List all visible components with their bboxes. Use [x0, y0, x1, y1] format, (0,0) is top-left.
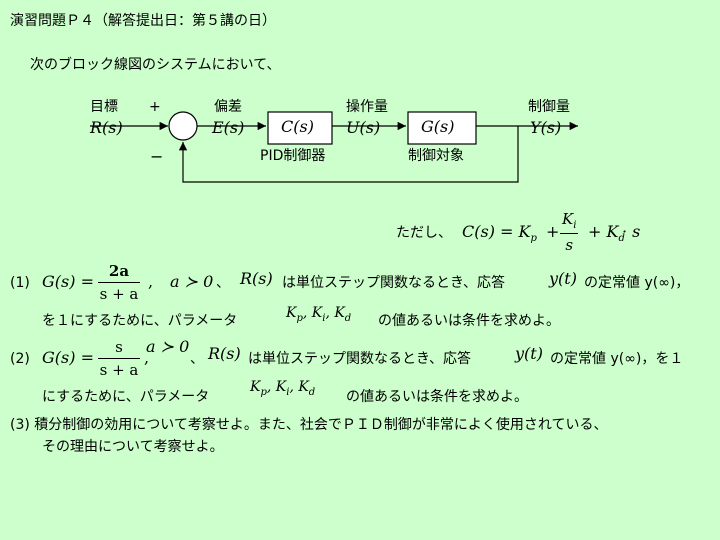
q2-sep: 、 [190, 351, 204, 367]
error-label: 偏差 [214, 99, 242, 115]
q1-condition: a ≻ 0 [170, 272, 214, 291]
error-symbol: E(s) [212, 118, 245, 137]
q2-params: Kp, Ki, Kd [250, 379, 316, 398]
controller-symbol: C(s) [281, 117, 314, 136]
summing-junction [168, 111, 198, 141]
q1-comma: , [148, 272, 154, 291]
q3-line1: (3) 積分制御の効用について考察せよ。また、社会でＰＩＤ制御が非常によく使用さ… [10, 417, 608, 433]
q2-line2-tail: の値あるいは条件を求めよ。 [346, 389, 528, 405]
minus-sign: − [150, 147, 164, 166]
q1-rs: R(s) [240, 269, 273, 288]
q1-fraction: 2a s + a [98, 262, 140, 303]
q2-tail-text: の定常値 y(∞)，を１ [550, 351, 684, 367]
q1-line2-tail: の値あるいは条件を求めよ。 [378, 313, 560, 329]
intro-text: 次のブロック線図のシステムにおいて、 [30, 57, 281, 73]
q3-line2: その理由について考察せよ。 [42, 439, 224, 455]
q1-yt: y(t) [549, 269, 577, 288]
q1-sep: 、 [216, 275, 230, 291]
q2-line2-text: にするために、パラメータ [42, 389, 210, 405]
q1-lhs: G(s) = [42, 272, 94, 291]
controller-label: PID制御器 [260, 148, 326, 164]
input-symbol: U(s) [346, 118, 381, 137]
plus-sign: + [149, 99, 161, 115]
target-symbol: R(s) [90, 118, 123, 137]
plant-symbol: G(s) [421, 117, 455, 136]
controller-block [267, 111, 333, 145]
q2-comma: , [144, 348, 150, 367]
q1-line2-text: を１にするために、パラメータ [42, 313, 238, 329]
definition-lhs: C(s) = Kp [462, 222, 537, 245]
feedback-path [178, 126, 519, 183]
page-header: 演習問題Ｐ４（解答提出日：第５講の日） [10, 13, 276, 29]
q2-rs: R(s) [208, 344, 241, 363]
q1-params: Kp, Ki, Kd [286, 305, 352, 324]
target-label: 目標 [90, 99, 118, 115]
block-diagram [90, 111, 578, 183]
definition-plus-1: + [546, 222, 560, 241]
q1-mid-text: は単位ステップ関数なるとき、応答 [282, 275, 506, 291]
definition-ki-fraction: Ki s [560, 210, 579, 254]
plant-block [407, 111, 477, 145]
q2-fraction: s s + a [98, 338, 140, 379]
output-label: 制御量 [528, 99, 570, 115]
q1-tail-text: の定常値 y(∞)， [584, 275, 690, 291]
definition-tail: · s [622, 222, 641, 241]
plant-label: 制御対象 [408, 148, 464, 164]
output-symbol: Y(s) [530, 118, 562, 137]
q2-lhs: G(s) = [42, 348, 94, 367]
definition-kd: + Kd [588, 222, 625, 245]
q1-number: (1) [10, 275, 30, 291]
q2-yt: y(t) [515, 344, 543, 363]
q2-mid-text: は単位ステップ関数なるとき、応答 [248, 351, 472, 367]
q2-number: (2) [10, 351, 30, 367]
definition-prefix: ただし、 [396, 225, 452, 241]
input-label: 操作量 [346, 99, 388, 115]
q2-condition: a ≻ 0 [146, 337, 190, 356]
